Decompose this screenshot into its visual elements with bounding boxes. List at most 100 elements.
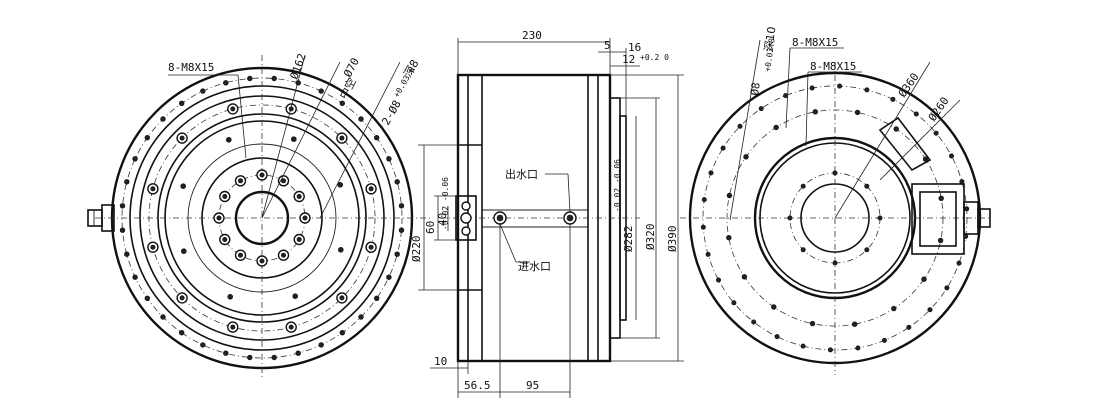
outer-flange-hole — [247, 75, 253, 82]
inner-bolt-hole-center — [222, 194, 228, 200]
inner-bolt-hole-center — [296, 194, 302, 200]
outer-flange-hole — [731, 300, 737, 306]
inner-bolt-hole-center — [280, 252, 286, 258]
outer-flange-hole — [223, 350, 229, 356]
thread-hole — [891, 305, 897, 312]
thread-hole — [771, 304, 777, 310]
outer-flange-hole — [708, 170, 714, 176]
dim-56-5: 56.5 — [464, 379, 491, 392]
inner-hole — [877, 215, 883, 221]
dim-dia-220-tol: -0.02 -0.06 — [441, 177, 450, 230]
inner-bolt-hole-center — [259, 172, 265, 178]
outer-flange-hole — [837, 83, 843, 89]
outer-flange-hole — [271, 75, 277, 82]
bolt-hole-center — [179, 295, 185, 301]
dim-10: 10 — [434, 355, 447, 368]
outer-flange-hole — [933, 130, 939, 136]
outer-flange-hole — [124, 251, 130, 257]
thread-hole — [743, 154, 749, 160]
inner-bolt-hole-center — [302, 215, 308, 221]
outer-flange-hole — [959, 179, 965, 185]
thread-hole — [922, 156, 929, 162]
outer-flange-hole — [160, 116, 166, 122]
label-dia-360: Ø360 — [896, 71, 922, 100]
outer-flange-hole — [855, 345, 861, 351]
inner-hole — [787, 215, 793, 221]
outer-flange-hole — [737, 123, 743, 129]
inner-hole — [800, 183, 806, 189]
outer-flange-hole — [700, 224, 706, 230]
bolt-hole-center — [150, 186, 156, 192]
outer-flange-hole — [956, 260, 962, 266]
dim-40: 40 — [436, 213, 449, 226]
outer-flange-hole — [964, 206, 970, 212]
thread-hole — [937, 237, 944, 244]
bolt-hole-center — [179, 135, 185, 141]
outer-flange-hole — [758, 106, 764, 112]
left-connector-fitting — [87, 204, 115, 232]
thread-hole — [809, 320, 816, 327]
outer-flange-hole — [398, 203, 405, 209]
label-water-outlet: 出水口 — [505, 167, 538, 181]
outer-flange-hole — [927, 307, 933, 313]
thread-hole — [290, 136, 297, 142]
inner-bolt-hole-center — [238, 252, 244, 258]
outer-flange-hole — [913, 111, 919, 117]
outer-flange-hole — [720, 145, 726, 151]
outer-flange-hole — [318, 342, 324, 348]
outer-flange-hole — [774, 334, 780, 340]
label-2-dia-8: 2-Ø8 — [379, 98, 404, 127]
thread-hole — [726, 192, 733, 199]
outer-flange-hole — [809, 85, 815, 91]
outer-flange-hole — [963, 233, 969, 239]
bolt-hole-center — [368, 244, 374, 250]
middle-view-body — [440, 73, 640, 363]
outer-flange-hole — [398, 227, 405, 233]
thread-hole — [181, 248, 187, 254]
outer-flange-hole — [386, 156, 392, 162]
thread-hole — [337, 182, 344, 188]
outer-flange-hole — [339, 330, 345, 336]
thread-hole — [227, 293, 233, 300]
label-8-m8x15-left: 8-M8X15 — [168, 61, 214, 74]
outer-flange-hole — [394, 179, 400, 185]
thread-hole — [921, 276, 927, 282]
inner-hole — [800, 247, 806, 253]
right-view-holes — [700, 83, 970, 353]
right-view: Ø8 +0.03 0 深10 8-M8X15 8-M8X15 Ø360 Ø260 — [680, 26, 991, 375]
label-8-m8x15-right-b: 8-M8X15 — [810, 60, 856, 73]
right-port-block — [878, 116, 991, 255]
dim-12-tol: +0.2 0 — [640, 53, 669, 62]
inner-bolt-hole-center — [216, 215, 222, 221]
label-pin-depth-right: 深10 — [762, 26, 778, 53]
label-dia-162: Ø162 — [288, 52, 309, 81]
outer-flange-hole — [223, 80, 229, 86]
outer-flange-hole — [374, 135, 380, 141]
label-dia-260: Ø260 — [926, 95, 952, 124]
inner-bolt-hole-center — [280, 178, 286, 184]
thread-hole — [180, 183, 186, 189]
label-water-inlet: 进水口 — [518, 260, 551, 273]
outer-flange-hole — [200, 88, 206, 94]
dim-5: 5 — [604, 39, 611, 52]
outer-flange-hole — [358, 314, 364, 320]
bolt-hole-center — [230, 324, 236, 330]
dim-230: 230 — [522, 29, 542, 42]
thread-hole — [337, 247, 344, 253]
dim-dia-320: Ø320 — [644, 224, 657, 251]
outer-flange-hole — [124, 179, 130, 185]
label-dia-8-right: Ø8 — [748, 81, 763, 96]
outer-flange-hole — [119, 227, 126, 233]
bolt-hole-center — [339, 295, 345, 301]
bolt-hole-center — [339, 135, 345, 141]
right-view-outline — [680, 62, 990, 375]
inner-bolt-hole-center — [259, 258, 265, 264]
dim-dia-390: Ø390 — [666, 226, 679, 253]
outer-flange-hole — [132, 156, 138, 162]
label-8-m8x15-right-a: 8-M8X15 — [792, 36, 838, 49]
outer-flange-hole — [800, 343, 806, 349]
outer-flange-hole — [358, 116, 364, 122]
outer-flange-hole — [271, 354, 277, 361]
dim-dia-282-tol: -0.02 -0.06 — [613, 159, 622, 212]
bolt-hole-center — [150, 244, 156, 250]
